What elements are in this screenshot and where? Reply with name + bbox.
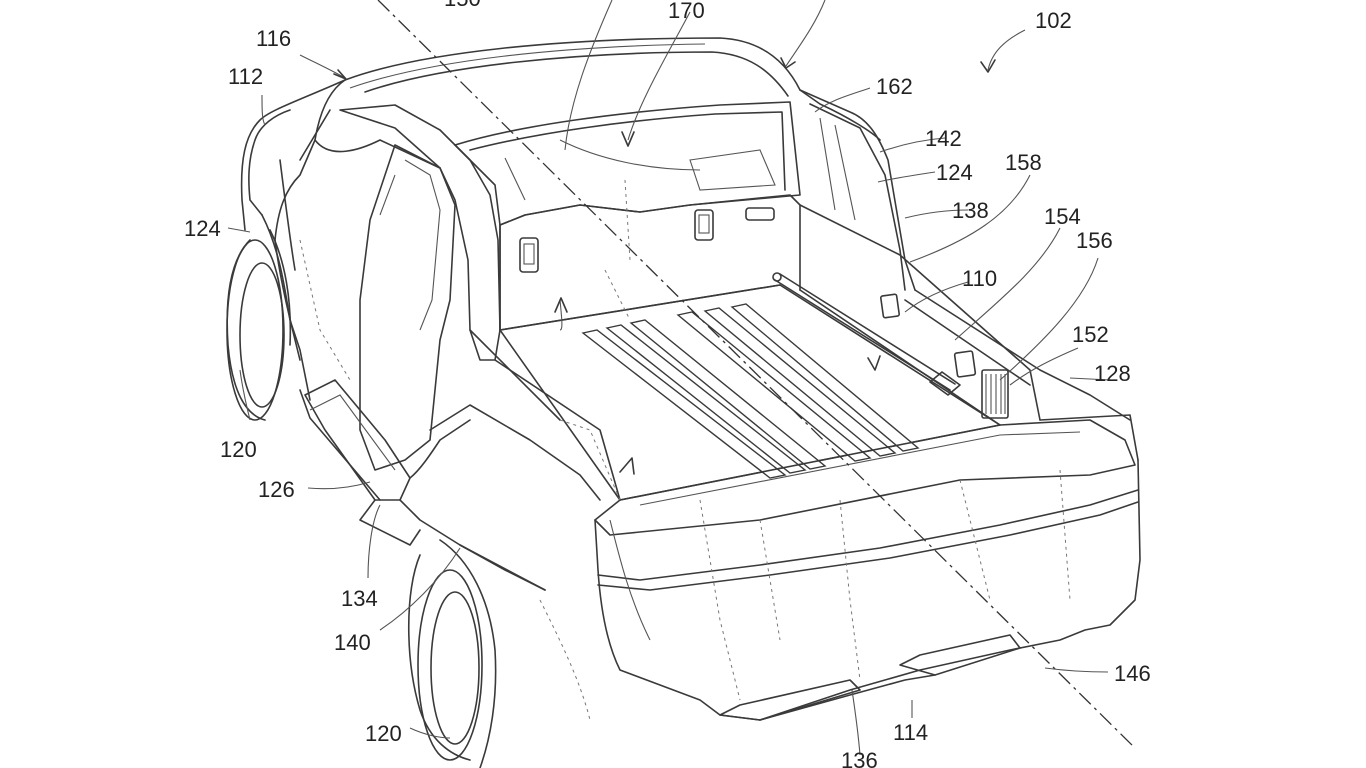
cargo-rail (774, 273, 956, 391)
ref-110: 110 (962, 266, 997, 291)
wall-pocket-lower (953, 350, 977, 378)
vent-grille (981, 369, 1009, 419)
wall-pocket-upper (880, 293, 900, 319)
ref-120-lower: 120 (365, 721, 402, 746)
ref-162: 162 (876, 74, 913, 99)
ref-126: 126 (258, 477, 295, 502)
ref-142: 142 (925, 126, 962, 151)
side-step (304, 379, 411, 501)
bed-side-left (499, 194, 801, 331)
rear-wheel (408, 539, 546, 768)
cab-roof (344, 37, 881, 141)
ref-158: 158 (1005, 150, 1042, 175)
bed-side-right (799, 89, 916, 291)
cab-rear-window (454, 101, 801, 226)
pickup-truck-drawing (226, 0, 1141, 768)
cab-roof-inner (364, 51, 789, 97)
ref-146: 146 (1114, 661, 1151, 686)
ref-170: 170 (668, 0, 705, 23)
ref-156: 156 (1076, 228, 1113, 253)
light-bar (597, 489, 1139, 581)
ref-120-upper: 120 (220, 437, 257, 462)
bulkhead-pocket-left (519, 237, 539, 273)
ref-128: 128 (1094, 361, 1131, 386)
ref-102: 102 (1035, 8, 1072, 33)
open-door (359, 144, 456, 471)
tailgate-top (594, 419, 1136, 536)
front-fender (240, 79, 346, 231)
ref-114: 114 (893, 720, 928, 745)
body-side-lower (409, 419, 471, 479)
bulkhead-pocket-right (694, 209, 714, 241)
ref-140: 140 (334, 630, 371, 655)
bulkhead-slot (745, 207, 775, 221)
ref-124-right: 124 (936, 160, 973, 185)
tailgate-face (594, 459, 1141, 721)
cab-side-frame (274, 79, 346, 241)
front-wheel (226, 229, 292, 421)
bed-floor-grooves (581, 303, 920, 479)
ref-116: 116 (256, 26, 291, 51)
ref-150: 150 (444, 0, 481, 11)
centerline-axis (377, 0, 1136, 749)
ref-124-left: 124 (184, 216, 221, 241)
ref-152: 152 (1072, 322, 1109, 347)
reference-numerals: 150 170 102 116 112 162 142 158 124 138 … (184, 0, 1151, 768)
ref-138: 138 (952, 198, 989, 223)
ref-136: 136 (841, 748, 878, 768)
ref-134: 134 (341, 586, 378, 611)
rear-bumper-step (719, 679, 861, 721)
leader-lines (227, 0, 1111, 756)
ref-112: 112 (228, 64, 263, 89)
ref-154: 154 (1044, 204, 1081, 229)
